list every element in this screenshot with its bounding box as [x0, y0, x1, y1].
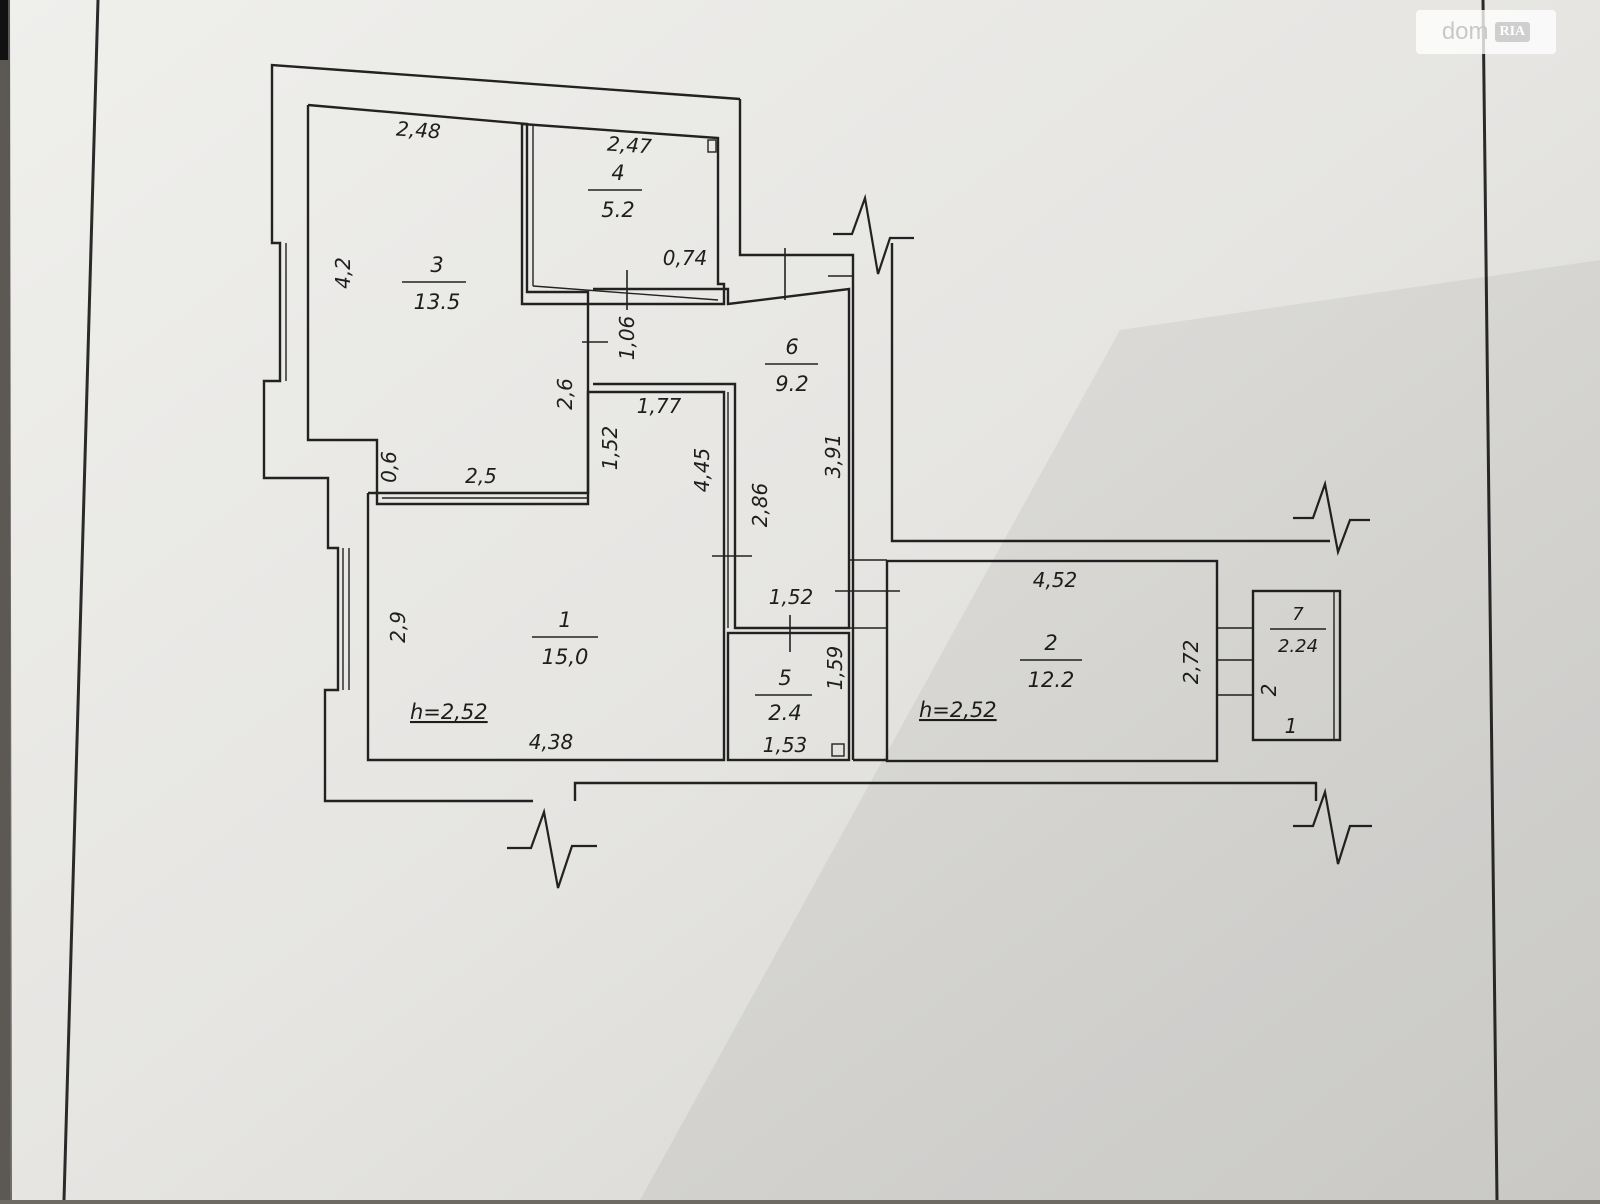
outer-wall-left [738, 99, 855, 291]
room-1-area: 15,0 [542, 645, 589, 669]
dim-r6-mid: 2,86 [748, 483, 772, 528]
binder-clip [0, 0, 8, 60]
dim-r5-right: 1,59 [823, 646, 847, 691]
watermark-brand: dom [1441, 18, 1489, 45]
room-7-area: 2.24 [1278, 636, 1318, 657]
dim-r3-notch: 2,6 [553, 378, 577, 410]
dim-r6-inner-top: 1,77 [637, 394, 682, 418]
room-2-number: 2 [1044, 631, 1057, 655]
ceiling-height-right: h=2,52 [919, 698, 997, 722]
dim-r5-bottom: 1,53 [763, 733, 808, 757]
room-labels: 3 13.5 4 5.2 6 9.2 1 15,0 5 2.4 2 12.2 7… [402, 161, 1326, 725]
frame-left [62, 0, 100, 1201]
room-4-area: 5.2 [601, 198, 634, 222]
dim-r1-inner: 1,52 [598, 426, 622, 471]
break-line-bottom-left [507, 807, 597, 889]
room-5-number: 5 [778, 666, 791, 690]
room-1-number: 1 [558, 608, 571, 632]
room-6-area: 9.2 [775, 372, 808, 396]
dimension-labels: 2,48 2,47 4,2 0,74 1,06 2,6 1,77 0,6 2,5… [331, 116, 1297, 757]
sheet-edge [0, 0, 10, 1200]
outer-wall-bottom [573, 781, 1318, 801]
dim-r4-right: 0,74 [663, 246, 708, 270]
dim-r3-left: 4,2 [331, 257, 355, 289]
dim-r7-side: 2 [1257, 684, 1281, 697]
room-2-outline [885, 559, 1219, 763]
dim-r1-bottom: 4,38 [529, 730, 574, 754]
room-7-number: 7 [1292, 604, 1304, 625]
dim-r1-left: 2,9 [386, 611, 410, 643]
break-line-right-upper [1293, 479, 1370, 557]
dim-r7-bottom: 1 [1285, 714, 1298, 738]
photo-shadow [640, 260, 1600, 1200]
break-line-top [833, 193, 914, 275]
dim-r2-right: 2,72 [1179, 640, 1203, 685]
dim-r1-right: 4,45 [690, 448, 714, 493]
room-6-number: 6 [785, 335, 798, 359]
room-3-outline [306, 103, 590, 506]
watermark-sub: RIA [1494, 22, 1531, 42]
dim-r3-bottom-left: 0,6 [377, 451, 401, 483]
stair-wall-vertical [890, 243, 1330, 543]
break-line-right-lower [1293, 787, 1372, 865]
dim-r3-top: 2,48 [395, 116, 441, 143]
dim-corridor-v: 1,06 [615, 316, 639, 361]
frame-right [1481, 0, 1499, 1201]
dim-r5-top: 1,52 [769, 585, 814, 609]
wall-double-4-bottom [532, 285, 719, 301]
vent-room-4 [707, 139, 717, 153]
room-5-outline [726, 631, 851, 762]
room-4-number: 4 [611, 161, 624, 185]
ceiling-height-left: h=2,52 [410, 700, 488, 724]
outer-wall-main [262, 63, 741, 803]
room-1-outline [366, 390, 726, 762]
room-6-outline [593, 287, 851, 630]
dim-r2-top: 4,52 [1033, 568, 1078, 592]
vent-room-5 [831, 743, 845, 757]
dim-r6-right: 3,91 [821, 434, 845, 479]
dim-r4-top: 2,47 [606, 131, 652, 158]
room-3-area: 13.5 [414, 290, 461, 314]
dim-r3-bottom: 2,5 [465, 464, 497, 488]
dom-ria-watermark: dom RIA [1416, 10, 1556, 54]
room-4-outline [520, 122, 726, 306]
room-3-number: 3 [430, 253, 443, 277]
room-2-area: 12.2 [1028, 668, 1075, 692]
room-5-area: 2.4 [768, 701, 801, 725]
paper-sheet [10, 0, 1600, 1200]
